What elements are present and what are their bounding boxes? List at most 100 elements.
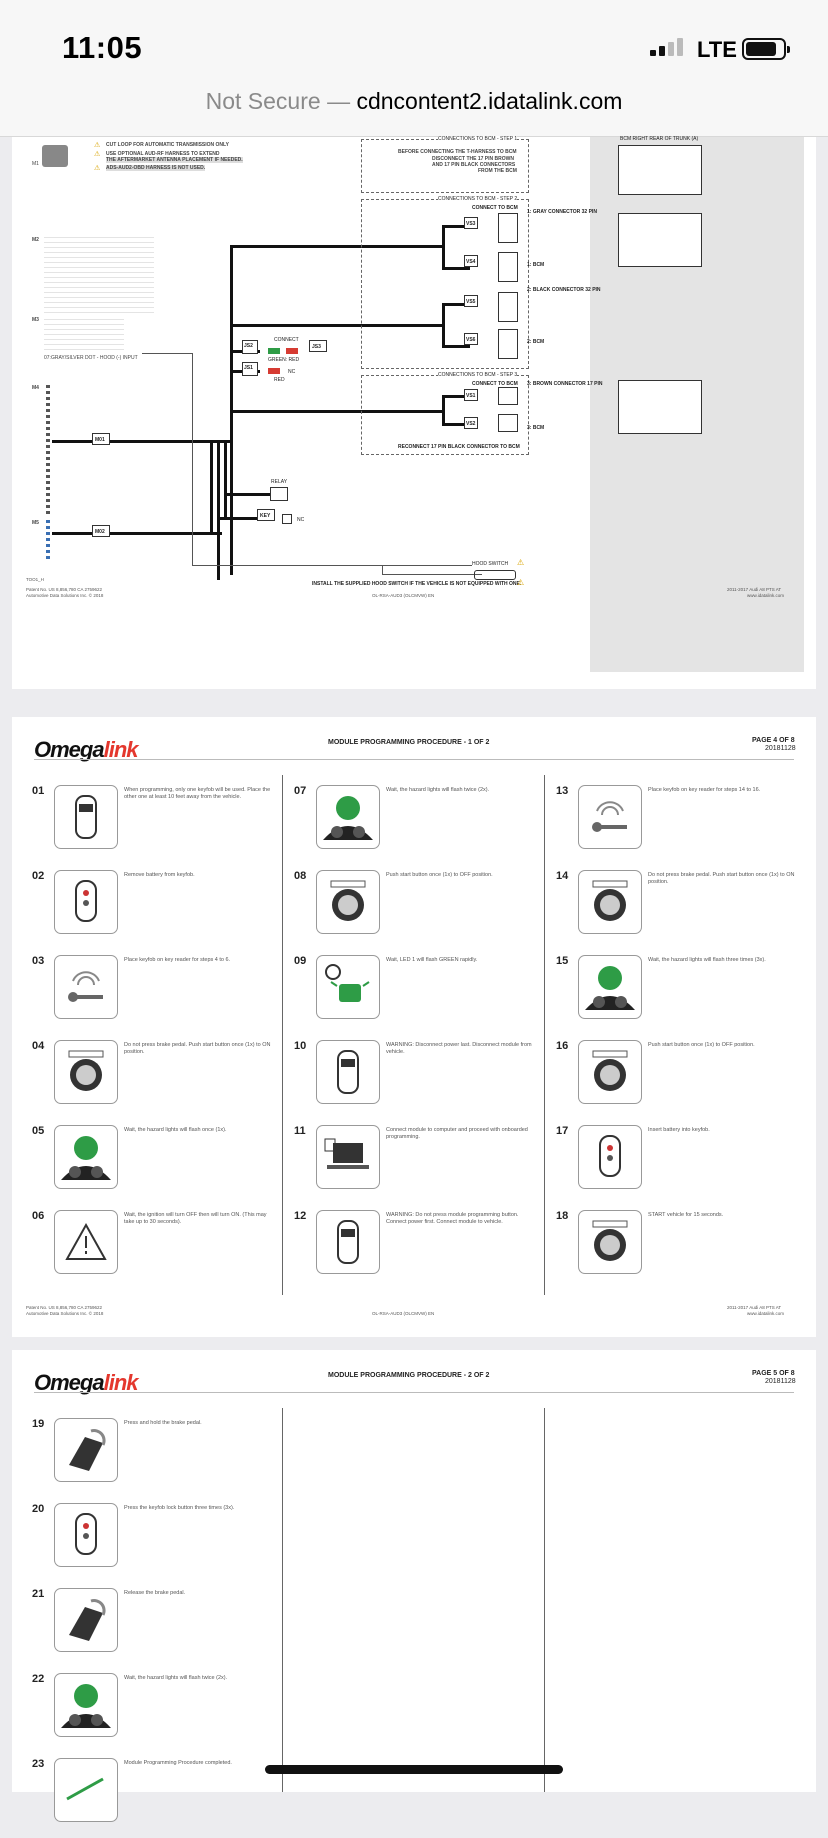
header-rule — [34, 1392, 794, 1393]
step-text: Press and hold the brake pedal. — [124, 1420, 202, 1426]
step-number: 12 — [294, 1210, 307, 1222]
m02-connector: M02 — [92, 525, 110, 537]
hood-wire — [382, 574, 482, 575]
js3-connector: JS3 — [309, 340, 327, 352]
step-card: 16 Push start button once (1x) to OFF pos… — [556, 1040, 816, 1120]
warning-icon: ⚠ — [94, 165, 101, 172]
home-indicator[interactable] — [265, 1765, 563, 1774]
company-text: Automotive Data Solutions Inc. © 2018 — [26, 593, 104, 598]
js2-label: JS2 — [244, 343, 253, 349]
bcm-label-3: 3: BCM — [527, 425, 545, 431]
connect-label: CONNECT — [274, 337, 299, 343]
step2-subtitle: CONNECT TO BCM — [472, 205, 518, 211]
step-text: Insert battery into keyfob. — [648, 1127, 710, 1133]
note-2: USE OPTIONAL AUD-RF HARNESS TO EXTEND — [106, 151, 220, 157]
step-card: 06 Wait, the ignition will turn OFF then … — [32, 1210, 292, 1290]
wire — [442, 225, 470, 228]
bcm-plug — [498, 252, 518, 282]
step-text: Place keyfob on key reader for steps 14 … — [648, 787, 761, 793]
url-domain: cdncontent2.idatalink.com — [356, 88, 623, 114]
vehicle-text: 2011-2017 Audi A8 PTS AT — [727, 1305, 782, 1310]
step-number: 05 — [32, 1125, 45, 1137]
laptop-icon — [316, 1125, 380, 1189]
vs4-connector: VS4 — [464, 255, 478, 267]
step-text: Wait, the hazard lights will flash twice… — [386, 787, 490, 793]
bcm-plug — [498, 387, 518, 405]
install-hood-note: INSTALL THE SUPPLIED HOOD SWITCH IF THE … — [312, 581, 522, 587]
doc-id: OL-RSA-AUD3 (OLCMVW) EN — [372, 593, 435, 598]
step-number: 06 — [32, 1210, 45, 1222]
m2-pin-list — [44, 233, 154, 313]
step2-title: CONNECTIONS TO BCM - STEP 2 — [438, 196, 518, 202]
bcm-plug — [498, 213, 518, 243]
module-label-m2: M2 — [32, 237, 39, 243]
site-text: www.idatalink.com — [747, 593, 785, 598]
clock: 11:05 — [62, 30, 143, 65]
step-text: Press the keyfob lock button three times… — [124, 1505, 235, 1511]
warning-icon: ⚠ — [94, 151, 101, 158]
wire — [442, 267, 470, 270]
site-text: www.idatalink.com — [747, 1311, 785, 1316]
m5-pin-strip — [46, 520, 50, 560]
dash-icon — [54, 1673, 118, 1737]
wiring-diagram-page: M1 ⚠ CUT LOOP FOR AUTOMATIC TRANSMISSION… — [12, 136, 816, 689]
note-4: ADS-AUD2-OBD HARNESS IS NOT USED. — [106, 165, 206, 171]
step3-subtitle: CONNECT TO BCM — [472, 381, 518, 387]
step-number: 19 — [32, 1418, 45, 1430]
step-number: 16 — [556, 1040, 569, 1052]
wire — [52, 532, 222, 535]
vs2-connector: VS2 — [464, 417, 478, 429]
js1-connector: JS1 — [242, 362, 258, 376]
battery-icon — [742, 38, 790, 60]
dash-icon — [54, 1125, 118, 1189]
step-number: 07 — [294, 785, 307, 797]
hood-wire — [382, 565, 383, 575]
vs3-connector: VS3 — [464, 217, 478, 229]
key-nc-label: NC — [297, 517, 305, 523]
hood-input-label: 07:GRAY/SILVER DOT - HOOD (-) INPUT — [44, 355, 138, 361]
step-number: 04 — [32, 1040, 45, 1052]
bcm-label-1: 1: BCM — [527, 262, 545, 268]
dash-icon — [578, 955, 642, 1019]
start-icon — [578, 1210, 642, 1274]
url-separator: — — [327, 88, 351, 114]
url-display[interactable]: Not Secure — cdncontent2.idatalink.com — [0, 88, 828, 115]
step-number: 02 — [32, 870, 45, 882]
step-card: 07 Wait, the hazard lights will flash twi… — [294, 785, 554, 865]
key-icon — [54, 955, 118, 1019]
page-number: PAGE 5 OF 8 — [752, 1370, 795, 1377]
hood-switch-icon — [474, 570, 516, 580]
bcm-location-title: BCM RIGHT REAR OF TRUNK (A) — [620, 136, 699, 142]
bcm-plug — [498, 329, 518, 359]
step-text: Wait, the ignition will turn OFF then wi… — [124, 1212, 267, 1226]
wire — [224, 440, 227, 520]
doc-id: OL-RSA-AUD3 (OLCMVW) EN — [372, 1311, 435, 1316]
address-bar[interactable]: Not Secure — cdncontent2.idatalink.com — [0, 74, 828, 137]
step-text: When programming, only one keyfob will b… — [124, 787, 271, 801]
fob-icon — [54, 870, 118, 934]
step-text: Module Programming Procedure completed. — [124, 1760, 232, 1766]
page-date: 20181128 — [765, 1378, 796, 1385]
step-text: Push start button once (1x) to OFF posit… — [386, 872, 493, 878]
m3-pin-list — [44, 315, 124, 353]
module-label-m4: M4 — [32, 385, 39, 391]
programming-page-4: Omegalink MODULE PROGRAMMING PROCEDURE -… — [12, 717, 816, 1337]
step-text: Push start button once (1x) to OFF posit… — [648, 1042, 755, 1048]
start-icon — [578, 870, 642, 934]
step-text: Place keyfob on key reader for steps 4 t… — [124, 957, 231, 963]
page-number: PAGE 4 OF 8 — [752, 737, 795, 744]
start-icon — [578, 1040, 642, 1104]
step1-line4: FROM THE BCM — [478, 168, 517, 174]
wire — [442, 303, 470, 306]
step-text: Remove battery from keyfob. — [124, 872, 195, 878]
step-text: Do not press brake pedal. Push start but… — [648, 872, 795, 886]
omegalink-logo: Omegalink — [34, 1370, 138, 1395]
step-text: WARNING: Do not press module programming… — [386, 1212, 519, 1226]
